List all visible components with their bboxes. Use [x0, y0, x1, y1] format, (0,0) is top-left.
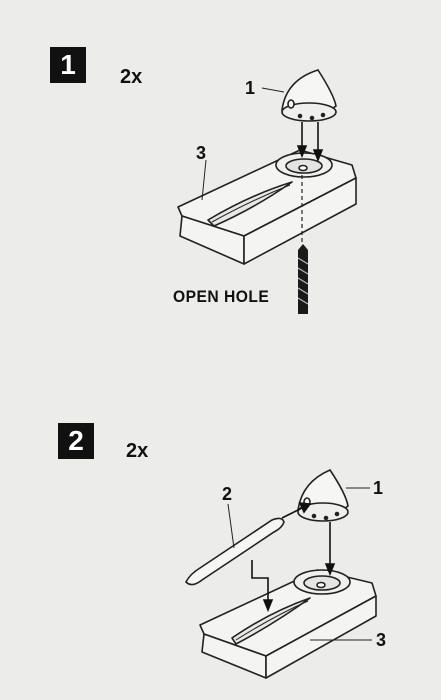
assembly-jig-icon [199, 569, 377, 679]
assembly-jig-icon [177, 149, 357, 265]
step-1-badge: 1 [50, 47, 86, 83]
step-2-badge: 2 [58, 423, 94, 459]
arrow-icon [296, 122, 324, 163]
spinner-cone-icon [297, 469, 349, 522]
step-2-callout-spinner: 1 [373, 478, 384, 498]
step-1-note: OPEN HOLE [173, 287, 270, 306]
step-2-callout-jig: 3 [376, 630, 387, 650]
spinner-cone-icon [281, 69, 337, 122]
step-1-quantity: 2x [120, 66, 143, 88]
step-1-callout-spinner: 1 [245, 78, 256, 98]
rod-part-icon [185, 517, 285, 586]
step-2-quantity: 2x [126, 440, 149, 462]
step-2-callout-rod: 2 [222, 484, 233, 504]
arrow-icon [251, 502, 336, 613]
step-1-callout-jig: 3 [196, 143, 207, 163]
drill-bit-icon [297, 244, 309, 314]
